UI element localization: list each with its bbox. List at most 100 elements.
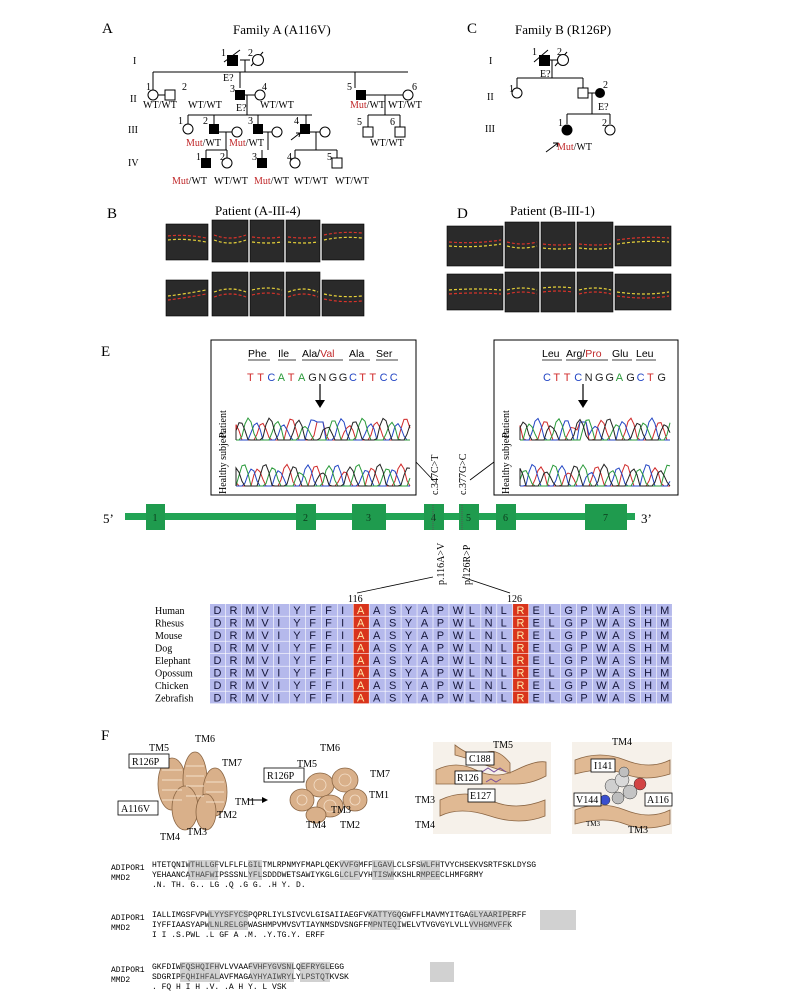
trace-right-trace-0-3 [519,418,671,441]
align-cell [417,691,433,704]
svg-text:Mut/WT: Mut/WT [172,176,207,187]
align-residue: V [261,605,269,617]
align-cell [433,616,449,629]
seq-left-healthy-label: Healthy subject [218,431,229,494]
align-residue: M [245,680,254,692]
svg-text:TM5: TM5 [297,759,317,770]
align-cell [608,616,625,629]
align-residue: R [229,668,237,680]
align-cell [576,604,593,616]
align-cell [433,679,449,691]
align-residue: S [628,693,635,705]
seq-alignment: ADIPOR1 MMD2 HTETQNIWTHLLGFVLFLFLGILTMLR… [111,861,536,992]
align-cell [289,654,306,666]
align-cell [225,616,242,629]
align-residue: S [628,618,635,630]
align-residue: S [628,668,635,680]
align-cell [529,629,545,641]
align-residue: M [245,605,254,617]
xray-d-title: Patient (B-III-1) [510,203,595,218]
right-nt-2: T [564,372,571,384]
left-nt-10: C [349,372,357,384]
svg-text:E?: E? [236,103,247,114]
align-cell [289,691,306,704]
align-cell [225,679,242,691]
align-cell [257,679,274,691]
align-residue: M [660,605,669,617]
align-cell [353,666,369,679]
exon-7 [585,504,627,530]
svg-text:3: 3 [230,84,235,95]
svg-text:Leu: Leu [542,348,560,360]
align-residue: Y [293,680,301,692]
align-cell [417,629,433,641]
align-residue: L [469,630,475,642]
trace-left-trace-1-2 [235,463,411,487]
align-cell [385,641,401,654]
svg-text:Mut/WT: Mut/WT [186,138,221,149]
svg-text:HTETQNIWTHLLGFVLFLFLGILTMLRPNM: HTETQNIWTHLLGFVLFLFLGILTMLRPNMYFMAPLQEKV… [152,861,536,870]
align-cell [337,616,353,629]
align-cell [417,654,433,666]
seq-left-patient-label: Patient [218,410,229,438]
species-3: Dog [155,644,172,655]
align-residue: P [437,655,444,667]
align-cell [497,616,513,629]
panel-c-letter: C [467,21,477,37]
align-residue: V [261,680,269,692]
a-i2-female [252,54,264,66]
align-cell [592,641,609,654]
align-cell [417,616,433,629]
align-cell [513,641,529,654]
align-residue: E [533,680,540,692]
panel-c: C Family B (R126P) I II III 1 2 [467,21,616,153]
align-cell [544,654,561,666]
align-residue: V [261,643,269,655]
align-cell [592,679,609,691]
align-residue: A [421,618,429,630]
align-cell [337,666,353,679]
align-cell [624,666,641,679]
align-residue: D [214,643,222,655]
align-cell [225,629,242,641]
align-cell [529,691,545,704]
align-cell [529,604,545,616]
align-residue: A [357,643,365,655]
align-cell [321,604,337,616]
align-residue: Y [405,605,413,617]
align-cell [369,654,385,666]
exon-label-4: 4 [431,513,436,524]
align-cell [640,629,656,641]
svg-text:ADIPOR1: ADIPOR1 [111,914,145,923]
seq-left-aa: Phe Ile Ala/Val Ala Ser [248,348,393,360]
svg-text:Ala: Ala [349,348,364,360]
align-residue: A [421,693,429,705]
align-cell [544,691,561,704]
align-residue: L [501,655,507,667]
align-residue: R [229,680,237,692]
align-residue: H [644,680,652,692]
align-residue: S [389,605,396,617]
align-cell [656,691,672,704]
align-cell [385,616,401,629]
align-cell [353,654,369,666]
align-residue: A [373,680,381,692]
align-cell [640,654,656,666]
align-cell [465,679,481,691]
left-nt-11: T [359,372,366,384]
protein-p116: p.116A>V [436,542,447,585]
svg-text:MMD2: MMD2 [111,976,130,985]
svg-text:2: 2 [557,47,562,58]
svg-text:. FQ H I H .V. .A H Y.: . FQ H I H .V. .A H Y. L VSK [152,983,287,992]
svg-text:TM6: TM6 [195,734,215,745]
align-residue: D [214,668,222,680]
panel-d: D Patient (B-III-1) [446,203,672,313]
align-cell [592,666,609,679]
align-cell [273,679,290,691]
align-cell [433,654,449,666]
align-cell [529,679,545,691]
align-residue: P [437,680,444,692]
align-cell [544,604,561,616]
align-residue: A [357,668,365,680]
gene-3prime: 3’ [641,511,652,526]
